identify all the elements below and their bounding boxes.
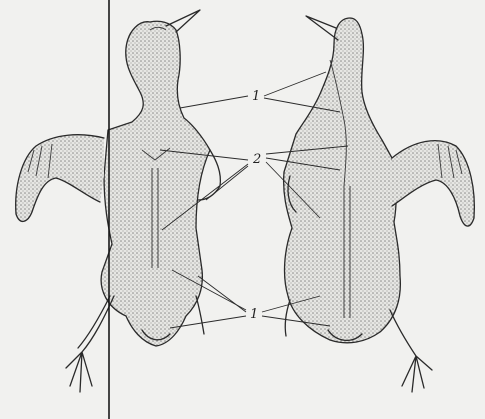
bird-dorsal-view	[284, 16, 475, 392]
label-upper: 1	[252, 89, 260, 104]
label-lower: 1	[250, 307, 258, 322]
bird-ventral-view	[16, 10, 221, 392]
label-middle: 2	[252, 152, 261, 167]
